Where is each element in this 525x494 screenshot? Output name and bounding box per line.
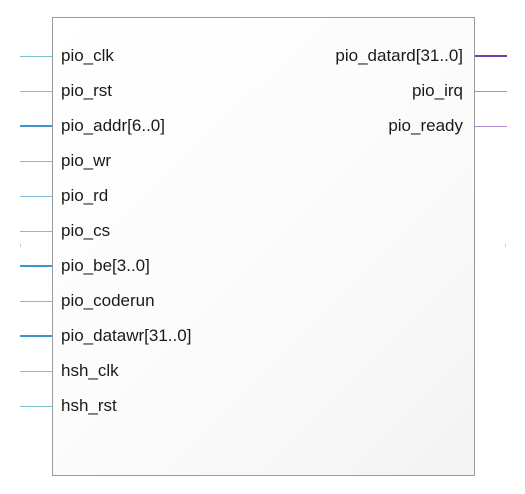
output-port-pio-irq: pio_irq: [411, 81, 463, 100]
input-wire-pio-rd: [20, 196, 52, 197]
input-port-pio-rst: pio_rst: [61, 81, 113, 100]
input-wire-hsh-clk: [20, 371, 52, 372]
input-wire-pio-datawr-31-0: [20, 335, 52, 337]
input-port-pio-addr-6-0: pio_addr[6..0]: [61, 116, 165, 135]
input-wire-pio-cs: [20, 231, 52, 232]
input-port-hsh-rst: hsh_rst: [61, 396, 117, 415]
input-port-hsh-clk: hsh_clk: [61, 361, 119, 380]
input-port-pio-be-3-0: pio_be[3..0]: [61, 256, 150, 275]
input-wire-pio-coderun: [20, 301, 52, 302]
output-wire-pio-datard-31-0: [475, 55, 507, 57]
input-port-pio-clk: pio_clk: [61, 46, 114, 65]
input-port-pio-coderun: pio_coderun: [61, 291, 155, 310]
left-edge-tick: [20, 244, 21, 247]
input-port-pio-datawr-31-0: pio_datawr[31..0]: [61, 326, 192, 345]
input-port-pio-rd: pio_rd: [61, 186, 109, 205]
output-port-pio-ready: pio_ready: [388, 116, 463, 135]
input-port-pio-cs: pio_cs: [61, 221, 111, 240]
input-wire-pio-rst: [20, 91, 52, 92]
output-wire-pio-ready: [475, 126, 507, 127]
input-wire-pio-be-3-0: [20, 265, 52, 267]
right-edge-tick: [505, 244, 506, 247]
output-port-pio-datard-31-0: pio_datard[31..0]: [335, 46, 463, 65]
output-wire-pio-irq: [475, 91, 507, 92]
input-wire-pio-clk: [20, 56, 52, 57]
module-block: [52, 17, 475, 476]
input-port-pio-wr: pio_wr: [61, 151, 112, 170]
input-wire-hsh-rst: [20, 406, 52, 407]
input-wire-pio-addr-6-0: [20, 125, 52, 127]
input-wire-pio-wr: [20, 161, 52, 162]
